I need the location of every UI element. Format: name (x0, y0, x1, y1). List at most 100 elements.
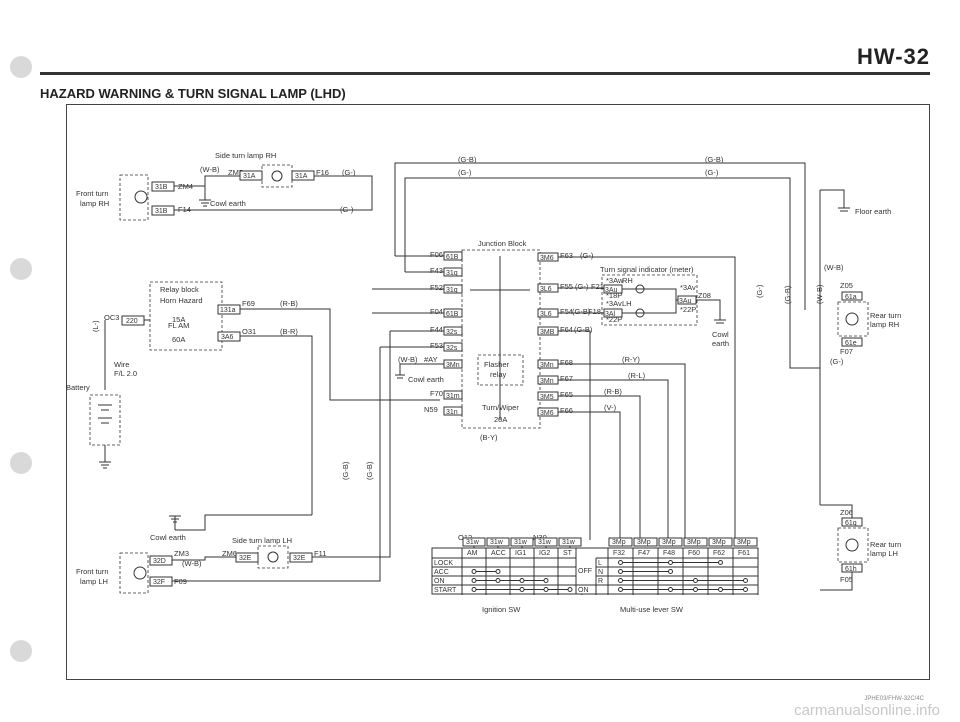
mu-link-dot (618, 578, 623, 583)
pin-label: 131a (220, 307, 236, 314)
rear-lh-label-1: Rear turn (870, 540, 901, 549)
indicator-pin: *3Aw (606, 276, 624, 285)
mu-column-header: F48 (663, 550, 675, 557)
wire (380, 330, 444, 348)
pin-label: 3MB (540, 329, 555, 336)
mu-row-label: R (598, 578, 603, 585)
rear-turn-lh-box (837, 527, 869, 563)
flasher-label-1: Flasher (484, 360, 510, 369)
pin-label: 32E (293, 555, 306, 562)
wire-label: (G-) (575, 282, 589, 291)
pin-label: 61e (845, 340, 857, 347)
mu-pin-label: 3Mp (737, 539, 751, 546)
earth-symbol (820, 189, 850, 212)
wire-label: (V-) (604, 403, 617, 412)
indicator-pin: *18P (606, 291, 622, 300)
turn-wiper-amp: 20A (494, 415, 507, 424)
wire-label: (G-) (342, 168, 356, 177)
pin-label: 3M6 (540, 255, 554, 262)
wire-label: (W-B) (824, 263, 844, 272)
pin-label: 32E (239, 555, 252, 562)
connector-label: F53 (430, 341, 443, 350)
ign-row-label: START (434, 587, 457, 594)
connector-label: F43 (430, 266, 443, 275)
connector-pin (443, 390, 463, 400)
pin-label: 3Au (605, 287, 618, 294)
side-turn-rh-label: Side turn lamp RH (215, 151, 276, 160)
wire (175, 514, 312, 531)
connector-label: F04 (430, 307, 443, 316)
ign-link-dot (495, 578, 501, 583)
earth-symbol (199, 186, 211, 207)
wire-label: (G-) (830, 357, 844, 366)
page-code: HW-32 (856, 44, 930, 69)
mu-group-label: ON (578, 587, 589, 594)
relay-block-box (149, 281, 223, 351)
pin-label: 32s (446, 329, 458, 336)
mu-column-header: F60 (688, 550, 700, 557)
wire (172, 505, 381, 582)
connector-label: F18 (588, 307, 601, 316)
connector-pin (443, 406, 463, 416)
pin-label: 3L6 (540, 311, 552, 318)
wire (174, 175, 240, 187)
battery-box (89, 394, 121, 446)
diagram-frame (66, 104, 930, 680)
wire-label: (G-B) (341, 461, 350, 480)
indicator-rh: RH (622, 276, 633, 285)
mu-connector-pin (608, 537, 633, 547)
mu-link-dot (743, 578, 748, 583)
binder-hole (10, 258, 32, 280)
connector-label: F69 (242, 299, 255, 308)
wire (394, 162, 806, 310)
ign-column-header: ACC (491, 550, 506, 557)
earth-symbol (395, 363, 444, 379)
floor-earth-label: Floor earth (855, 207, 891, 216)
battery-icon (98, 404, 112, 469)
ign-link-dot (543, 578, 549, 583)
mu-link-dot (743, 587, 748, 592)
wire-label: (G-B) (458, 155, 477, 164)
connector-label: F16 (316, 168, 329, 177)
ign-link-dot (519, 578, 525, 583)
ign-column-header: ST (563, 550, 573, 557)
pin-label: 3M6 (540, 410, 554, 417)
rear-turn-rh-bulb-icon (845, 312, 859, 326)
connector-label: N59 (424, 405, 438, 414)
earth-symbol (169, 515, 181, 530)
mu-connector-pin (733, 537, 758, 547)
mu-link-dot (718, 560, 723, 565)
mu-pin-label: 3Mp (712, 539, 726, 546)
ign-link-dot (471, 587, 477, 592)
connector-label: ZM6 (222, 549, 237, 558)
rear-turn-rh-box (837, 301, 869, 337)
relay-block-label: Relay block (160, 285, 199, 294)
ign-pin-label: 31w (514, 539, 528, 546)
pin-label: 32D (153, 558, 166, 565)
wire-label: (R-B) (604, 387, 622, 396)
mu-row-label: N (598, 569, 603, 576)
mu-link-dot (668, 560, 673, 565)
wire (379, 331, 391, 505)
wire-label: (G-B) (365, 461, 374, 480)
mu-link-dot (668, 587, 673, 592)
mu-connector-pin (658, 537, 683, 547)
junction-block-box (461, 249, 541, 429)
mu-pin-label: 3Mp (687, 539, 701, 546)
connector-label: F54 (560, 307, 573, 316)
pin-label: 32F (153, 579, 165, 586)
ign-pin-label: 31w (538, 539, 552, 546)
header-rule (40, 72, 930, 75)
rear-rh-label-1: Rear turn (870, 311, 901, 320)
wire-fl-label-2: F/L 2.0 (114, 369, 137, 378)
junction-block-label: Junction Block (478, 239, 527, 248)
watermark: carmanualsonline.info (794, 702, 940, 719)
wire-label: (W-B) (182, 559, 202, 568)
wire-label: (G-B) (572, 307, 591, 316)
mu-connector-pin (708, 537, 733, 547)
doc-code: JPHE03/FHW-32C/4C (864, 696, 924, 702)
cowl-right-1: Cowl (712, 330, 729, 339)
wire-label: (R-L) (628, 371, 646, 380)
connector-label: F07 (840, 347, 853, 356)
